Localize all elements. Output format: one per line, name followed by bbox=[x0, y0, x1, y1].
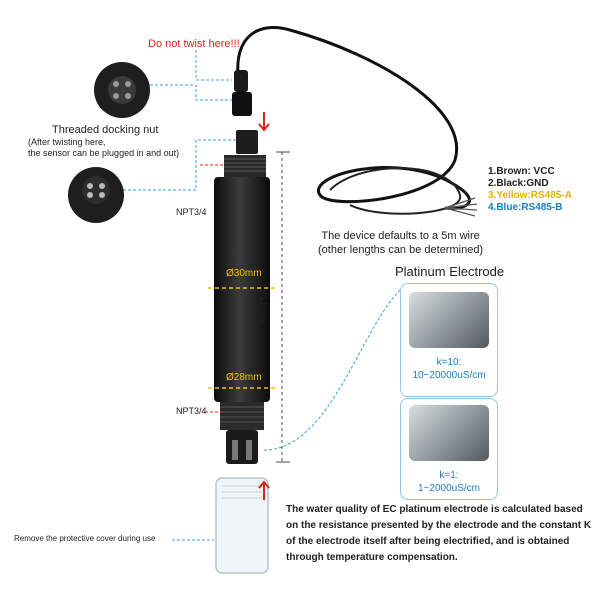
length-label: 211mm bbox=[257, 290, 268, 323]
twist-note: (After twisting here, the sensor can be … bbox=[28, 137, 180, 158]
dia-bottom-label: Ø28mm bbox=[226, 372, 262, 383]
docking-nut-label: Threaded docking nut bbox=[52, 124, 159, 136]
wire-1: 1.Brown: VCC bbox=[488, 166, 555, 177]
leader-nut bbox=[150, 84, 232, 101]
wire-legend: 1.Brown: VCC 2.Black:GND 3.Yellow:RS485-… bbox=[488, 166, 572, 214]
leader-socket bbox=[118, 139, 236, 191]
wire-ends bbox=[444, 197, 478, 217]
cable-coil bbox=[329, 167, 462, 215]
bottom-thread bbox=[220, 402, 264, 430]
k1-range: 1~2000uS/cm bbox=[418, 483, 480, 494]
wire-4: 4.Blue:RS485-B bbox=[488, 202, 563, 213]
wire-3: 3.Yellow:RS485-A bbox=[488, 190, 572, 201]
dia-top-label: Ø30mm bbox=[226, 268, 262, 279]
k1-value: k=1: bbox=[439, 470, 459, 481]
sensor-body bbox=[214, 177, 270, 402]
k10-value: k=10: bbox=[436, 357, 462, 368]
electrode-panel-k10: k=10: 10~20000uS/cm bbox=[400, 283, 498, 397]
thread-bottom-label: NPT3/4 bbox=[176, 406, 207, 416]
docking-nut bbox=[236, 130, 258, 154]
electrode-title: Platinum Electrode bbox=[395, 264, 505, 279]
description: The water quality of EC platinum electro… bbox=[286, 504, 592, 563]
electrode-tip bbox=[226, 430, 258, 464]
thread-top-label: NPT3/4 bbox=[176, 207, 207, 217]
arrow-down-icon bbox=[258, 112, 270, 132]
connector-cap bbox=[234, 70, 248, 92]
protective-cover bbox=[215, 477, 269, 574]
wire-2: 2.Black:GND bbox=[488, 178, 549, 189]
leader-warning bbox=[195, 50, 232, 81]
wire-note: The device defaults to a 5m wire (other … bbox=[318, 230, 484, 256]
electrode-panel-k1: k=1: 1~2000uS/cm bbox=[400, 398, 498, 500]
cover-note: Remove the protective cover during use bbox=[14, 534, 156, 543]
k10-range: 10~20000uS/cm bbox=[412, 370, 486, 381]
arrow-up-icon bbox=[258, 480, 270, 500]
leader-electrode bbox=[263, 289, 401, 451]
top-thread bbox=[224, 155, 266, 177]
warning-label: Do not twist here!!! bbox=[148, 38, 240, 50]
electrode-photo-k10 bbox=[409, 292, 489, 348]
electrode-photo-k1 bbox=[409, 405, 489, 461]
cable bbox=[236, 26, 471, 210]
connector-body bbox=[232, 92, 252, 116]
